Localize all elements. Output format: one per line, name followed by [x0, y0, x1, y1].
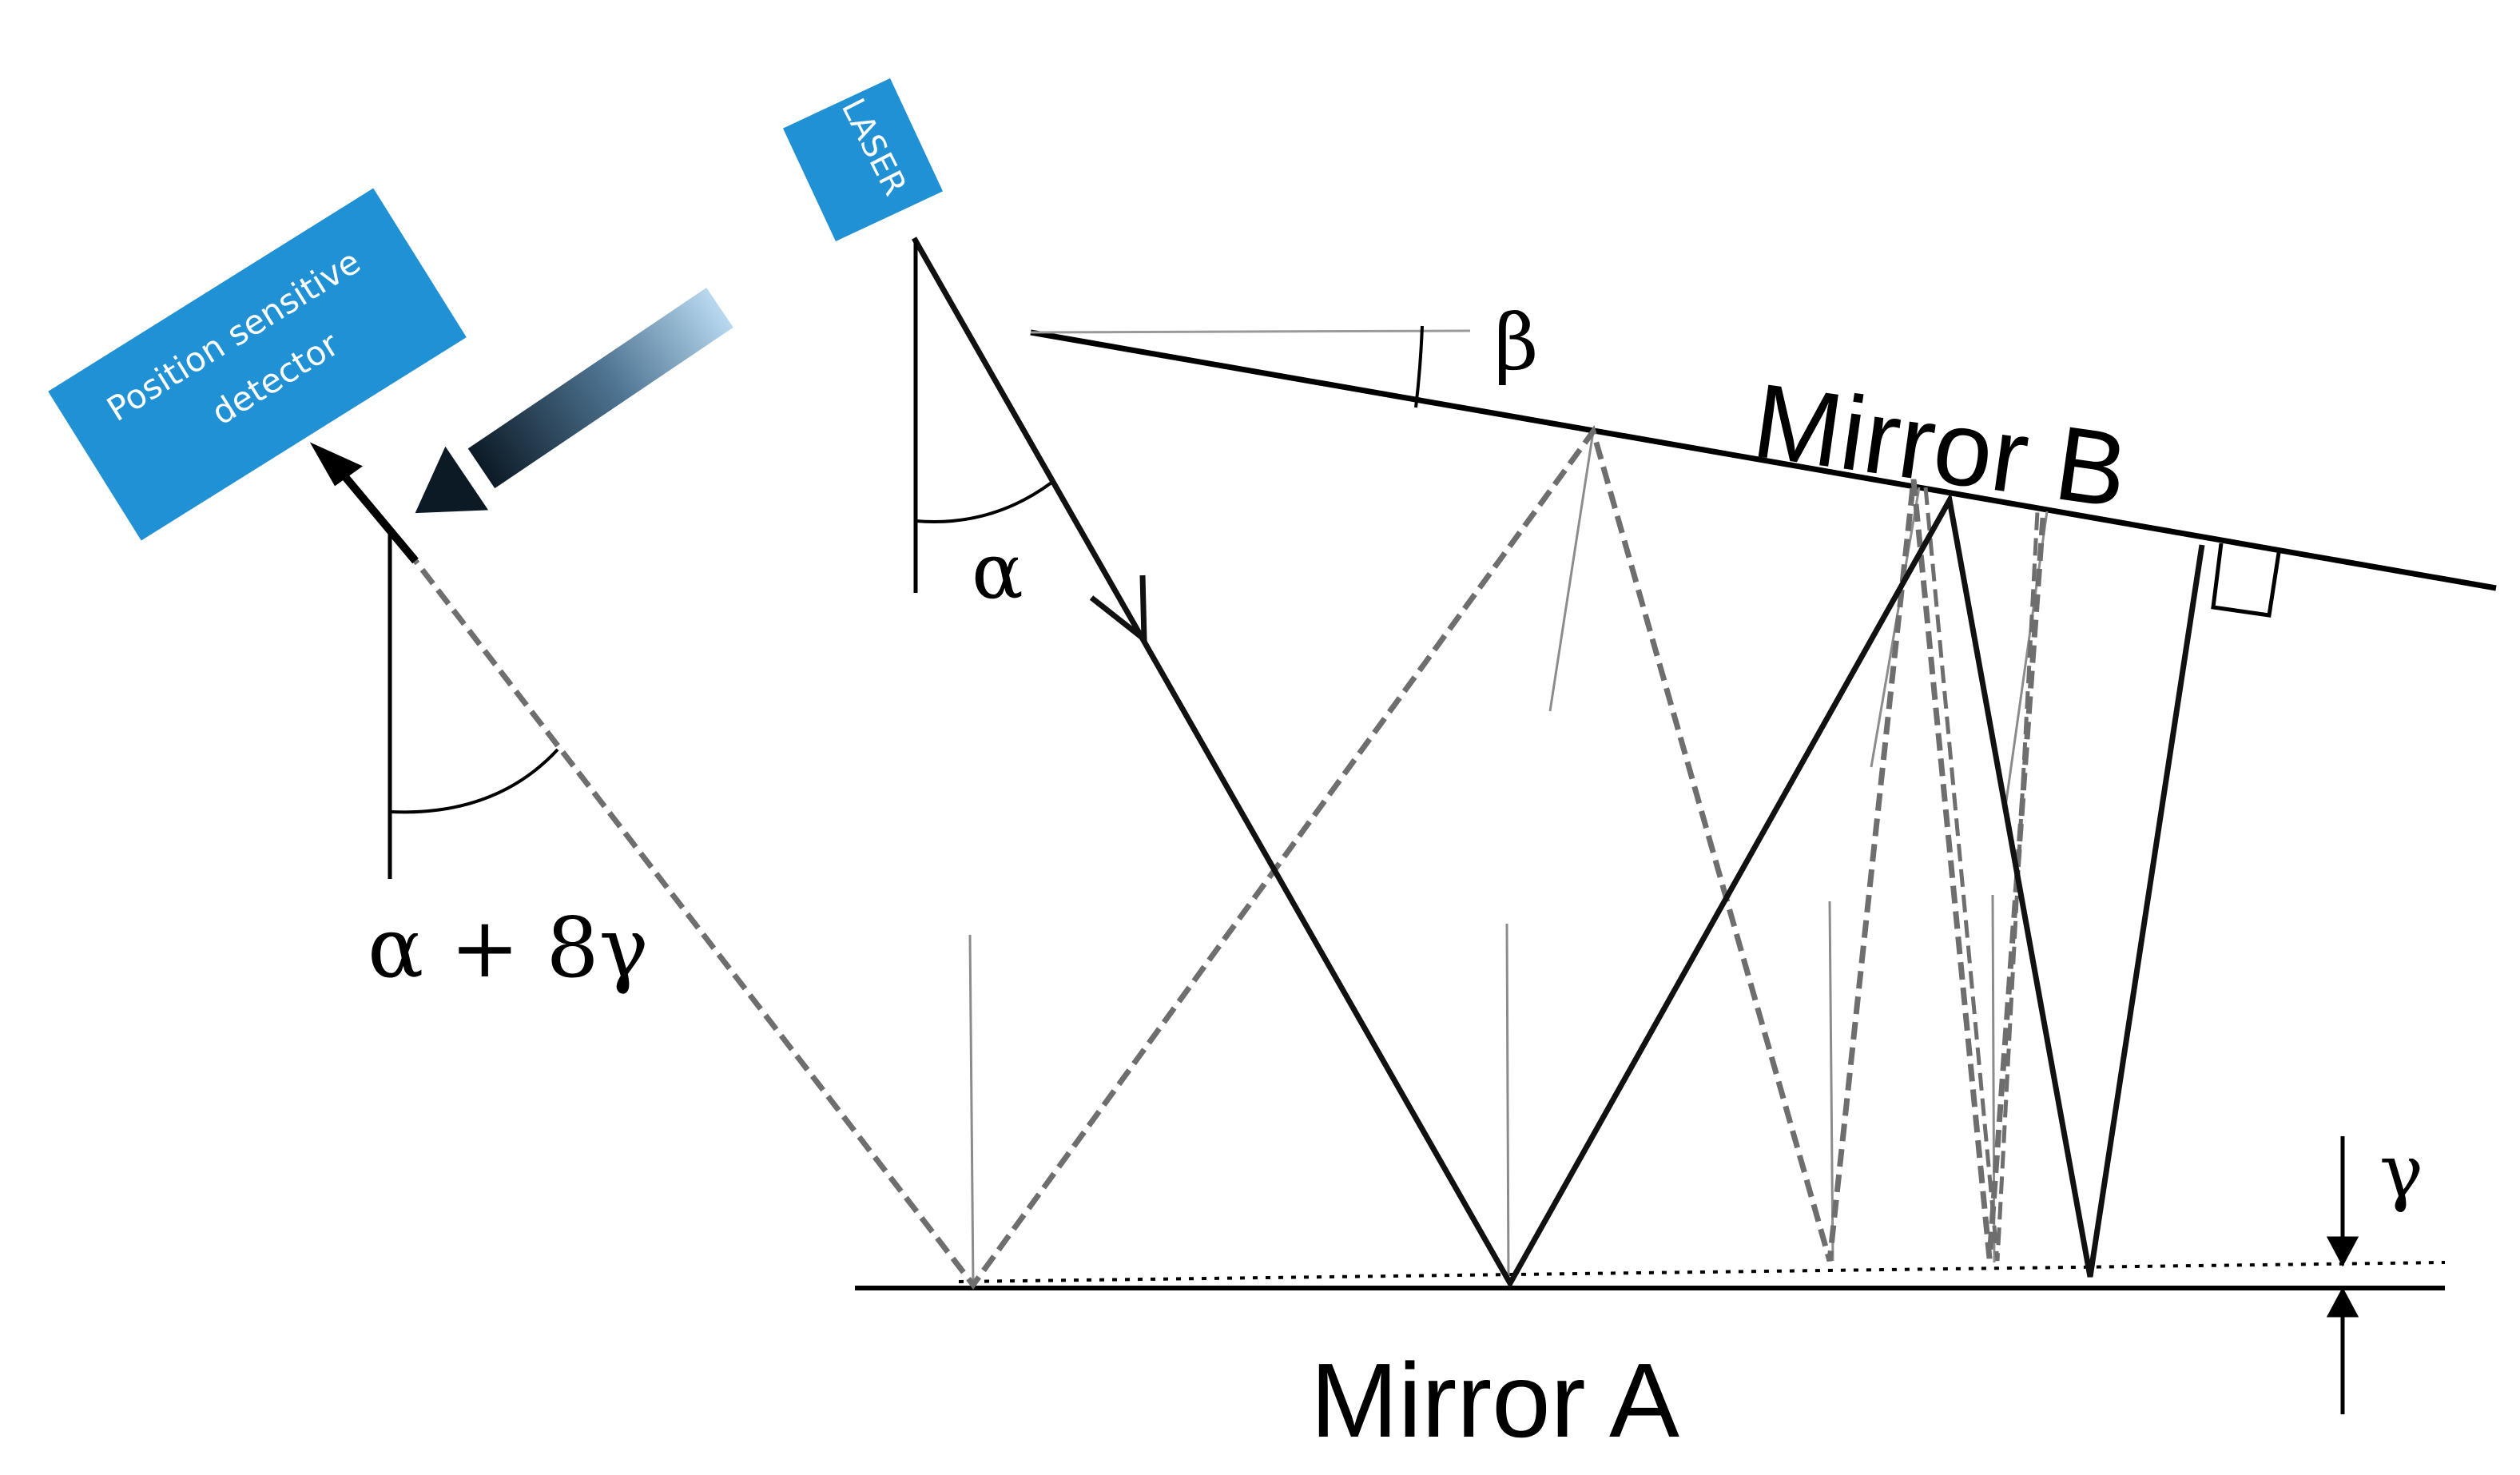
beta-angle-arc	[1414, 325, 1424, 408]
exit-beam-arrowhead	[309, 442, 363, 487]
gamma-label: γ	[2379, 1129, 2423, 1215]
output-angle-label: α + 8γ	[368, 899, 649, 996]
mirror-a-label: Mirror A	[1310, 1342, 1679, 1459]
dashed-beam-path-secondary	[1923, 487, 2040, 1262]
mirror-b-label: Mirror B	[1747, 361, 2134, 530]
output-angle-arc	[389, 748, 559, 814]
dashed-beam-path	[413, 425, 2046, 1290]
solid-beam-path	[911, 237, 2205, 1290]
beta-label: β	[1494, 298, 1539, 388]
mirror-a-tilted-dotted-line	[958, 1261, 2446, 1283]
beta-reference-line	[1030, 329, 1471, 334]
alpha-label: α	[972, 527, 1024, 616]
exit-beam-arrow	[331, 460, 419, 564]
alpha-angle-arc	[915, 481, 1053, 523]
mirror-b-line	[1030, 329, 2497, 591]
detector-box	[48, 188, 467, 541]
incident-beam-arrowhead	[1089, 574, 1147, 646]
normal-construction-lines	[968, 431, 2049, 1286]
right-angle-marker	[2211, 543, 2281, 618]
laser-box	[782, 78, 944, 241]
direction-arrow-gradient	[415, 288, 733, 514]
gamma-indicator	[2326, 1136, 2359, 1414]
